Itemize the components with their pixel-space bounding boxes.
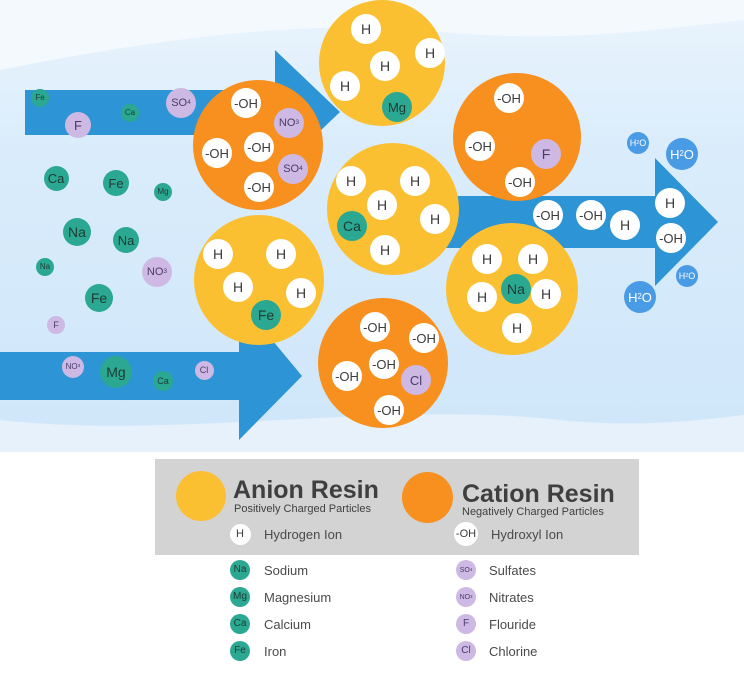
legend-iron-ion: Fe (230, 641, 250, 661)
hydrogen-ion: H (610, 210, 640, 240)
fluoride-ion: F (47, 316, 65, 334)
cation-resin-subtitle: Negatively Charged Particles (462, 506, 604, 518)
sodium-ion: Na (501, 274, 531, 304)
legend-label-sulfates: Sulfates (489, 563, 536, 578)
legend-label-hydroxyl: Hydroxyl Ion (491, 527, 564, 542)
legend-chloride-ion: Cl (456, 641, 476, 661)
hydroxyl-ion: -OH (465, 131, 495, 161)
hydroxyl-ion: -OH (494, 83, 524, 113)
hydrogen-ion: H (518, 244, 548, 274)
legend-label-iron: Iron (264, 644, 287, 659)
legend-sodium-ion: Na (230, 560, 250, 580)
lower-wave (0, 414, 744, 452)
hydrogen-ion: H (467, 282, 497, 312)
legend-label-nitrates: Nitrates (489, 590, 534, 605)
calcium-ion: Ca (121, 104, 139, 122)
cation-resin-title: Cation Resin (462, 480, 615, 508)
hydrogen-ion: H (472, 244, 502, 274)
legend-label-magnesium: Magnesium (264, 590, 332, 605)
legend-label-hydrogen: Hydrogen Ion (264, 527, 343, 542)
hydroxyl-ion: -OH (202, 138, 232, 168)
legend-fluoride-ion: F (456, 614, 476, 634)
legend-hydroxyl-ion: -OH (454, 522, 478, 546)
hydrogen-ion: H (370, 51, 400, 81)
iron-ion: Fe (103, 170, 129, 196)
legend-magnesium-ion: Mg (230, 587, 250, 607)
hydroxyl-ion: -OH (374, 395, 404, 425)
fluoride-ion: F (65, 112, 91, 138)
anion-resin-swatch (176, 471, 226, 521)
iron-ion: Fe (31, 89, 49, 107)
hydrogen-ion: H (420, 204, 450, 234)
chloride-ion: Cl (401, 365, 431, 395)
hydrogen-ion: H (351, 14, 381, 44)
legend-resin-band: Anion Resin Positively Charged Particles… (155, 459, 639, 555)
hydroxyl-ion: -OH (244, 172, 274, 202)
hydroxyl-ion: -OH (505, 167, 535, 197)
cation-resin-swatch (402, 472, 453, 523)
arrow-bottom-left (0, 300, 302, 440)
calcium-ion: Ca (337, 211, 367, 241)
iron-ion: Fe (251, 300, 281, 330)
fluoride-ion: F (531, 139, 561, 169)
hydroxyl-ion: -OH (409, 323, 439, 353)
hydroxyl-ion: -OH (360, 312, 390, 342)
calcium-ion: Ca (43, 165, 69, 191)
hydrogen-ion: H (223, 272, 253, 302)
hydroxyl-ion: -OH (656, 223, 686, 253)
legend-label-chlorine: Chlorine (489, 644, 538, 659)
sodium-ion: Na (113, 227, 139, 253)
hydroxyl-ion: -OH (533, 200, 563, 230)
magnesium-ion: Mg (154, 183, 172, 201)
hydrogen-ion: H (330, 71, 360, 101)
hydrogen-ion: H (370, 235, 400, 265)
iron-ion: Fe (85, 284, 113, 312)
upper-wave (0, 0, 744, 70)
hydroxyl-ion: -OH (244, 132, 274, 162)
hydrogen-ion: H (266, 239, 296, 269)
hydrogen-ion: H (400, 166, 430, 196)
legend-hydrogen-ion: H (229, 523, 251, 545)
magnesium-ion: Mg (382, 92, 412, 122)
anion-resin-subtitle: Positively Charged Particles (234, 503, 371, 515)
anion-resin-title: Anion Resin (233, 476, 379, 504)
calcium-ion: Ca (153, 371, 173, 391)
hydrogen-ion: H (655, 188, 685, 218)
hydroxyl-ion: -OH (231, 88, 261, 118)
hydrogen-ion: H (502, 313, 532, 343)
legend-calcium-ion: Ca (230, 614, 250, 634)
chloride-ion: Cl (194, 360, 214, 380)
legend-label-sodium: Sodium (264, 563, 309, 578)
hydrogen-ion: H (367, 190, 397, 220)
hydroxyl-ion: -OH (332, 361, 362, 391)
hydrogen-ion: H (336, 166, 366, 196)
hydrogen-ion: H (415, 38, 445, 68)
magnesium-ion: Mg (100, 356, 132, 388)
hydrogen-ion: H (286, 278, 316, 308)
sodium-ion: Na (63, 218, 91, 246)
hydroxyl-ion: -OH (369, 349, 399, 379)
sodium-ion: Na (36, 258, 54, 276)
hydrogen-ion: H (203, 239, 233, 269)
legend-label-calcium: Calcium (264, 617, 311, 632)
legend-label-fluoride: Flouride (489, 617, 536, 632)
hydrogen-ion: H (531, 279, 561, 309)
hydroxyl-ion: -OH (576, 200, 606, 230)
